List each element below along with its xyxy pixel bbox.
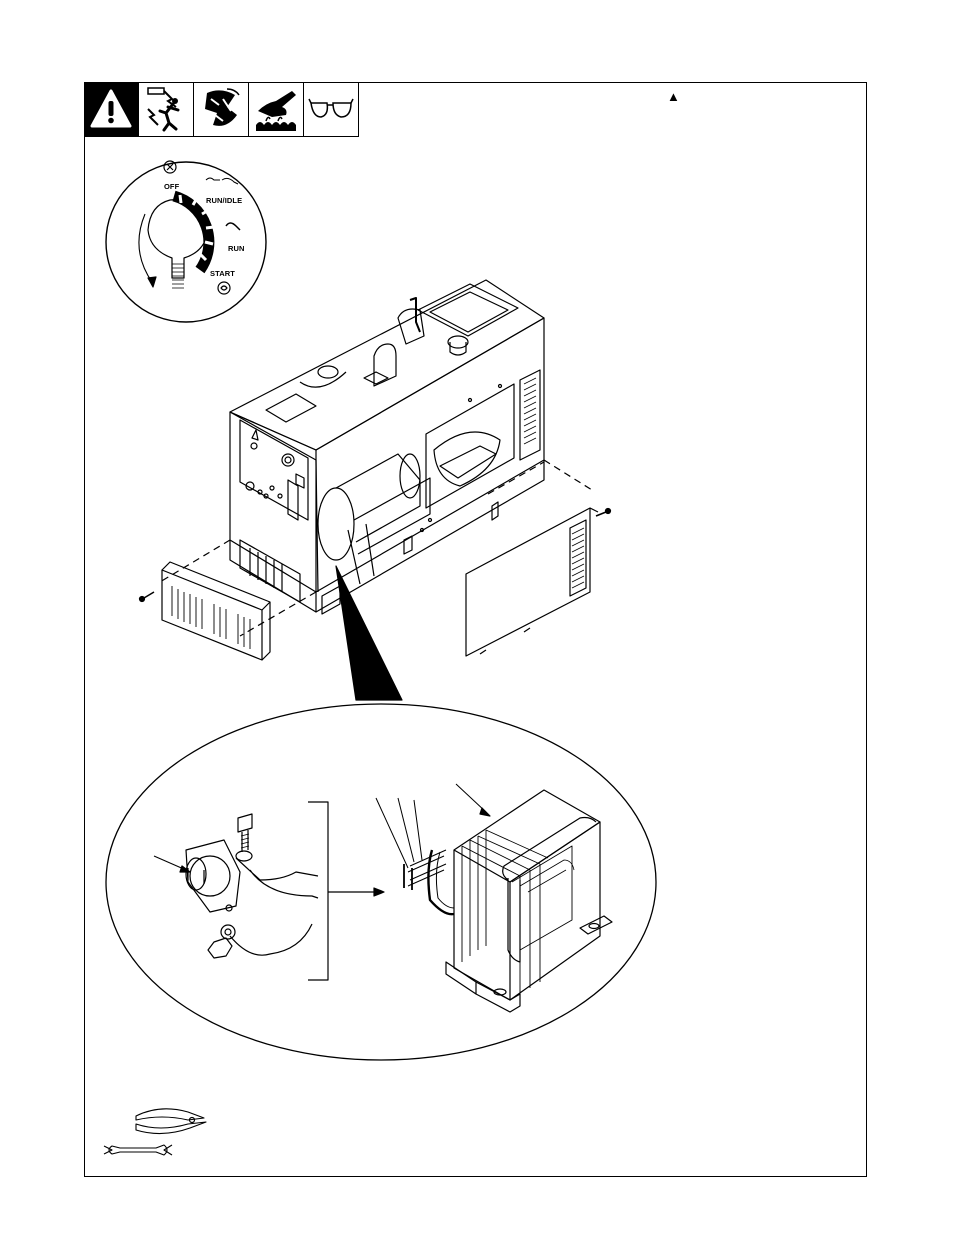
transformer-detail (376, 784, 612, 1012)
wrench-icon (104, 1145, 172, 1155)
dial-label-run-idle: RUN/IDLE (206, 196, 242, 205)
rectifier-detail (154, 814, 318, 958)
engine-switch-dial (106, 161, 266, 322)
dial-label-run: RUN (228, 244, 245, 253)
dial-label-off: OFF (164, 182, 179, 191)
detail-arrow-head (374, 888, 384, 896)
cutters-icon (136, 1109, 206, 1134)
side-panel (466, 508, 611, 656)
dial-label-start: START (210, 269, 235, 278)
front-grille-panel (140, 562, 271, 660)
welder-generator (160, 280, 592, 636)
detail-callout-wedge (336, 566, 402, 700)
detail-bracket (308, 802, 328, 980)
